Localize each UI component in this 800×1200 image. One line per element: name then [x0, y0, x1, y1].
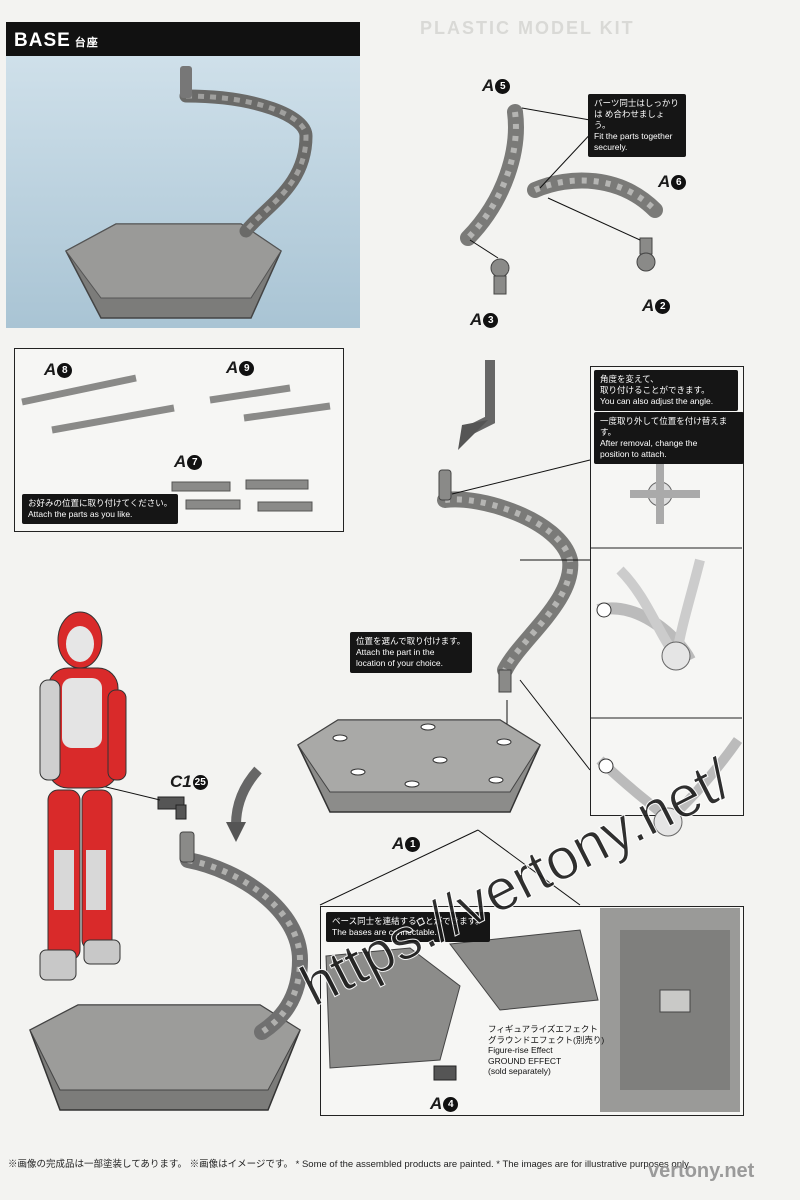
site-logo-text: vertony.net — [648, 1160, 754, 1183]
footer-disclaimer: ※画像の完成品は一部塗装してあります。 ※画像はイメージです。 * Some o… — [8, 1156, 691, 1170]
ground-effect-caption: フィギュアライズエフェクト グラウンドエフェクト(別売り) Figure-ris… — [488, 1024, 604, 1077]
